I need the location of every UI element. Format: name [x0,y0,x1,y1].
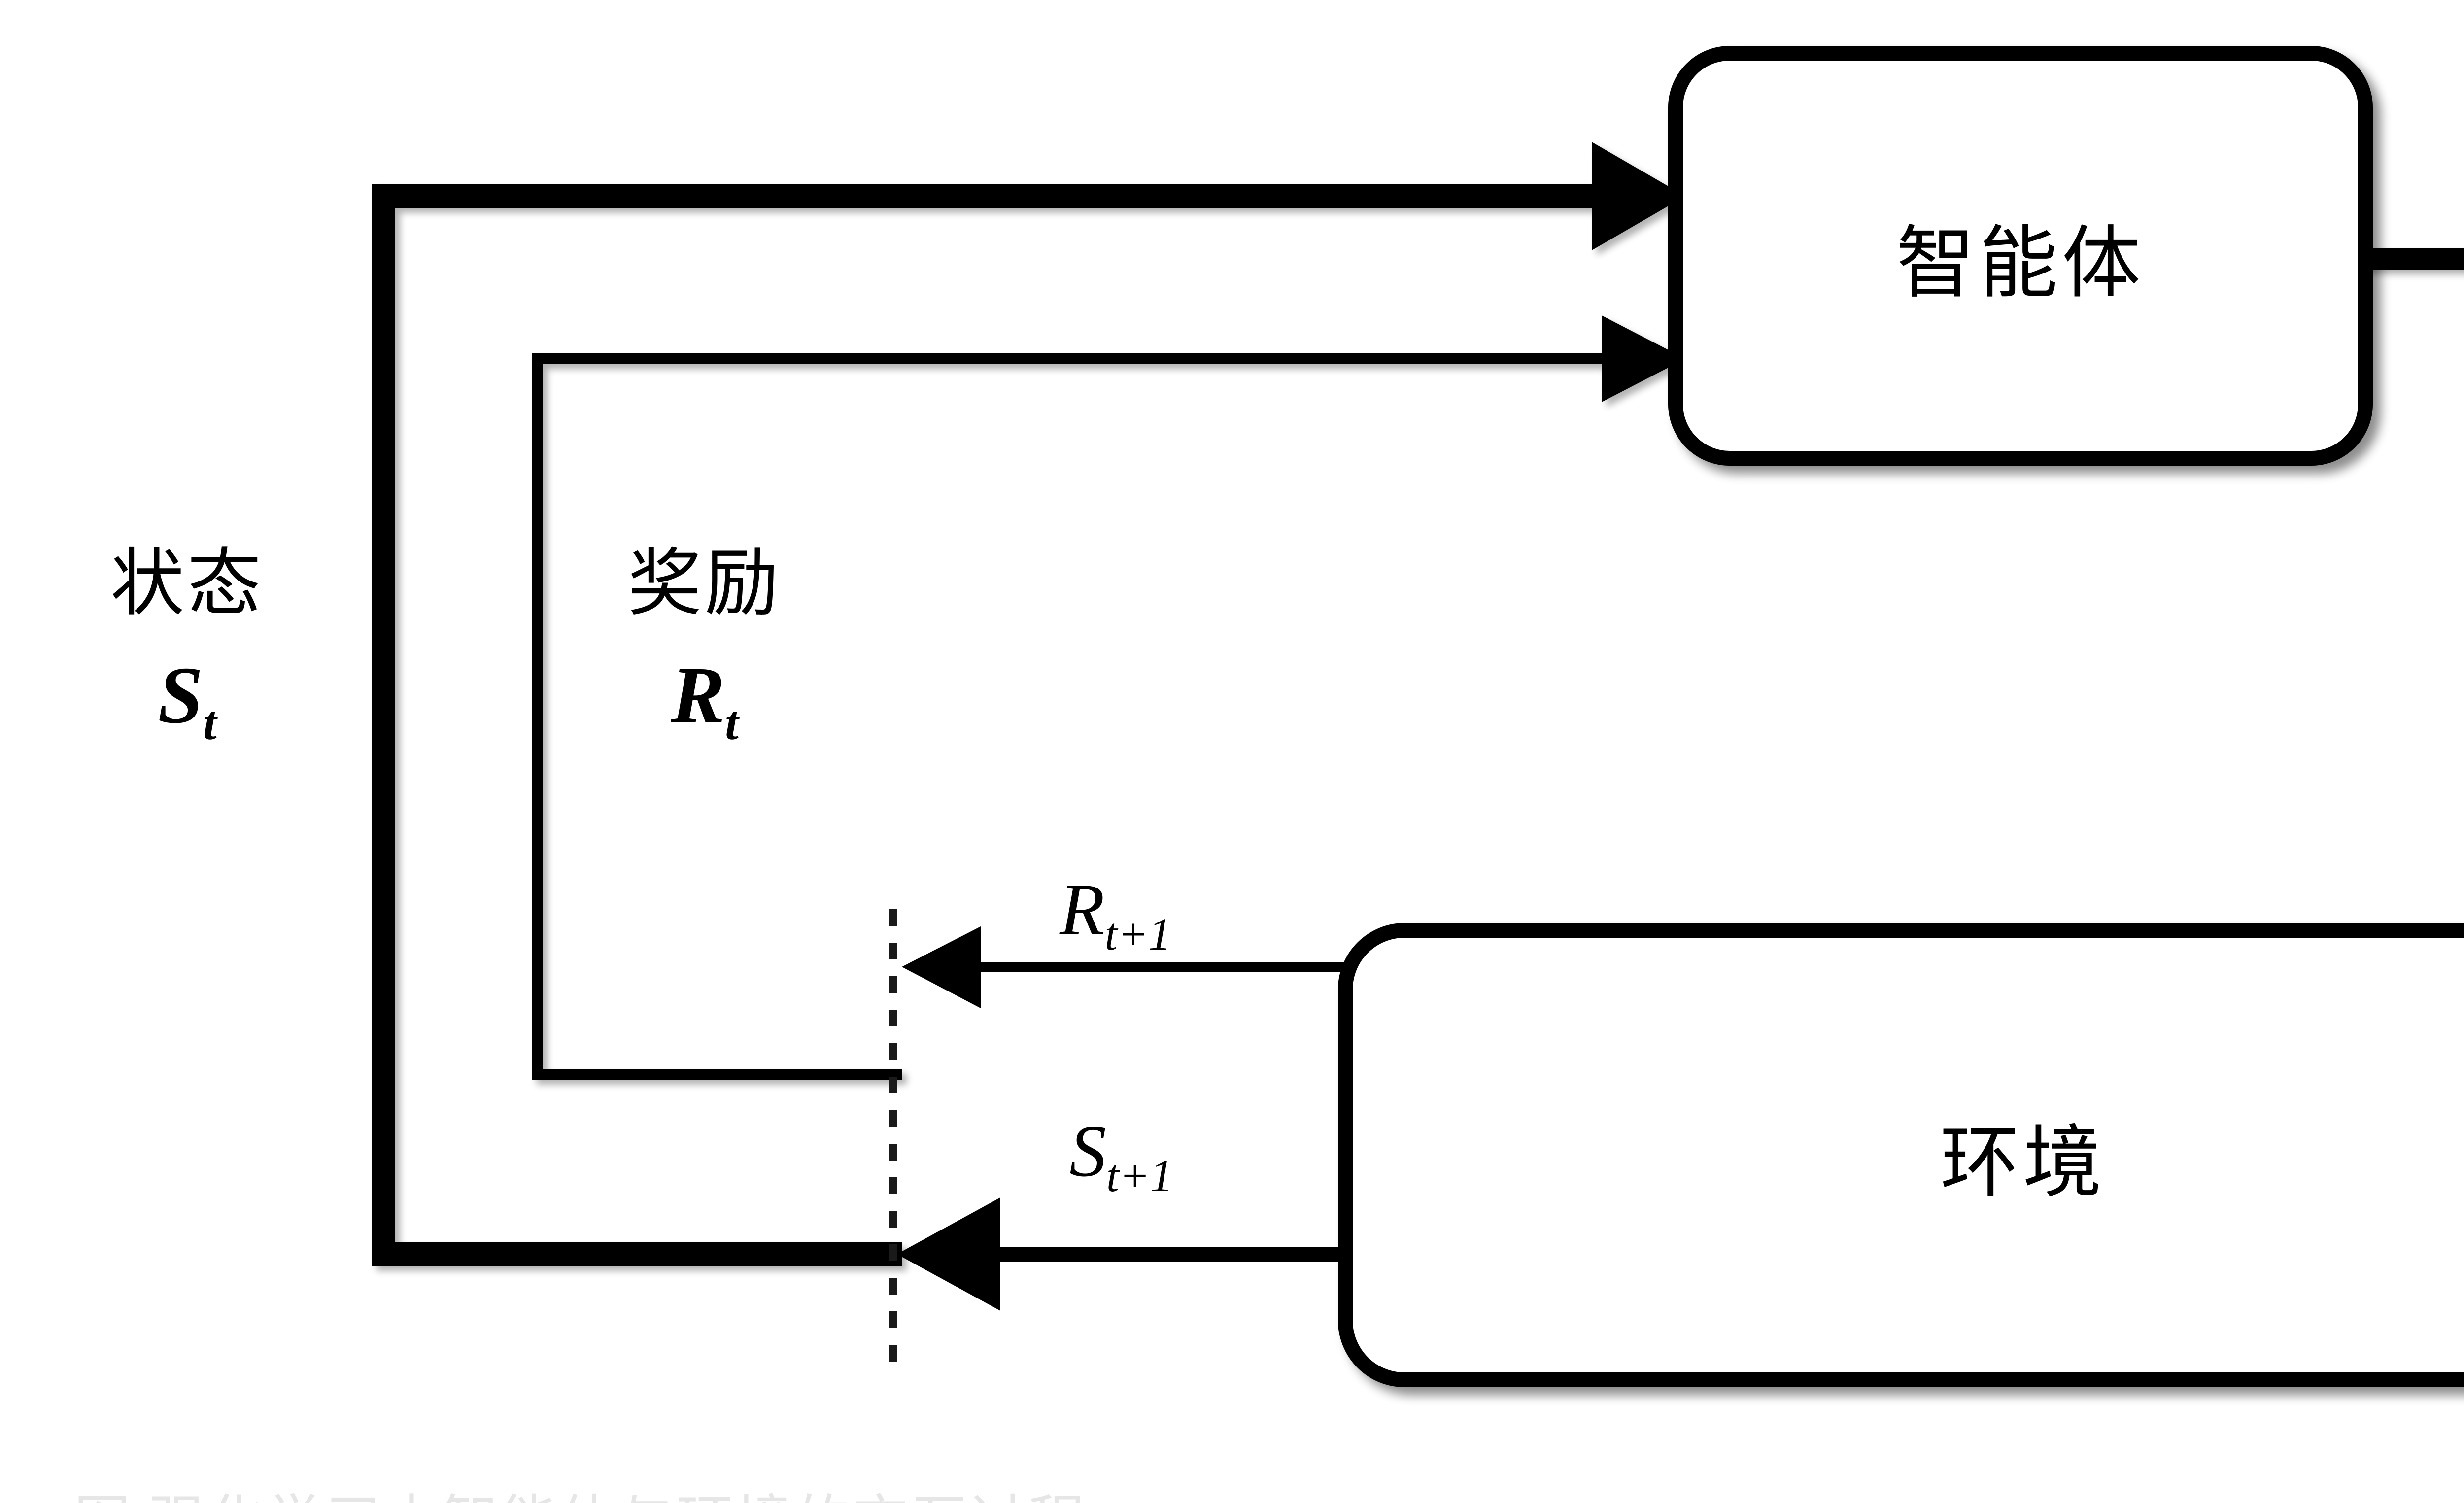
agent-box-shape[interactable] [1668,46,2373,466]
state-symbol: St [69,654,306,748]
state-label-cn: 状态 [110,543,264,625]
reward-symbol-base: R [671,650,725,740]
next-state-edge [897,1197,1345,1311]
next-reward-arrowhead-icon [902,926,981,1008]
environment-box-shape[interactable] [1338,923,2464,1387]
figure-caption: 图 强化学习中智能体与环境的交互过程 [74,1476,1749,1503]
next-reward-symbol-base: R [1060,869,1105,951]
state-edge-line [372,184,1626,1254]
environment-node-label: 环境 [1940,1119,2106,1207]
next-reward-edge [902,926,1345,1008]
next-state-symbol-subscript: t+1 [1106,1151,1173,1201]
agent-node[interactable] [1668,46,2373,466]
state-edge [372,142,1685,1266]
next-state-symbol: St+1 [1069,1109,1173,1202]
state-arrowhead-icon [1592,142,1685,250]
next-reward-symbol-subscript: t+1 [1104,909,1171,960]
state-symbol-base: S [158,650,204,740]
next-state-arrowhead-icon [897,1197,1000,1311]
state-symbol-subscript: t [203,696,217,750]
agent-node-label: 智能体 [1896,220,2145,307]
reward-symbol: Rt [586,654,823,748]
state-label-group: 状态 St [69,547,306,748]
reward-edge-line [532,353,1626,1074]
reward-arrowhead-icon [1602,315,1685,402]
reward-label-group: 奖励 Rt [586,547,823,748]
reward-symbol-subscript: t [725,696,739,750]
reward-label-cn: 奖励 [627,543,782,625]
reward-edge [532,315,1685,1080]
environment-node[interactable] [1338,923,2464,1387]
next-reward-symbol: Rt+1 [1060,867,1171,961]
next-state-symbol-base: S [1069,1110,1106,1192]
